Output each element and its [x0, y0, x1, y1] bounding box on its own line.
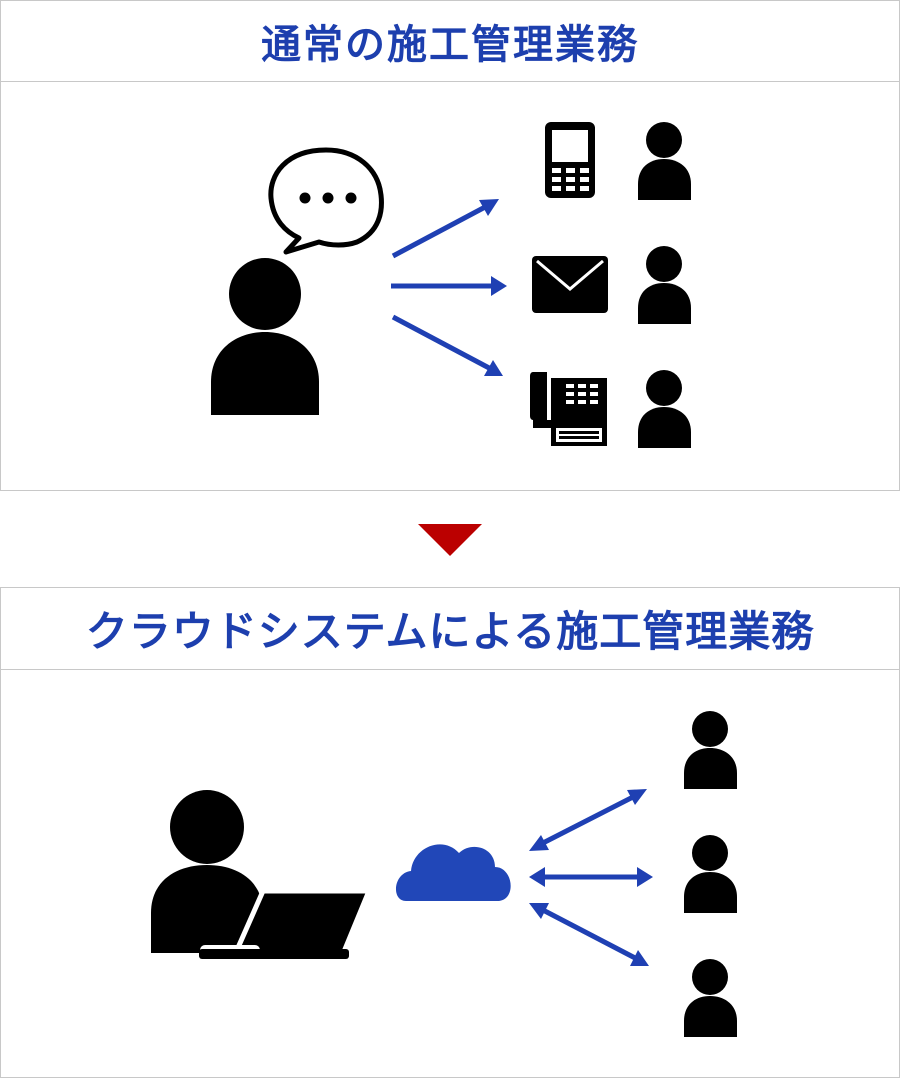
traditional-title-bar: 通常の施工管理業務	[1, 1, 899, 82]
mail-envelope-icon	[532, 256, 608, 313]
laptop-user-icon	[151, 790, 372, 962]
cloud-title: クラウドシステムによる施工管理業務	[85, 607, 815, 656]
cloud-title-bar: クラウドシステムによる施工管理業務	[1, 588, 899, 670]
bidirectional-arrows	[529, 789, 653, 966]
recipient-person-icon-2	[638, 246, 691, 324]
traditional-diagram	[211, 122, 691, 448]
recipient-person-icon-1	[638, 122, 691, 200]
recipient-person-icon-3	[638, 370, 691, 448]
fax-phone-icon	[530, 372, 607, 446]
mobile-phone-icon	[545, 122, 595, 198]
cloud-icon	[395, 844, 511, 901]
cloud-panel: クラウドシステムによる施工管理業務	[0, 587, 900, 1078]
cloud-user-icon-1	[684, 711, 737, 789]
cloud-user-icon-2	[684, 835, 737, 913]
cloud-user-icon-3	[684, 959, 737, 1037]
cloud-diagram	[151, 711, 737, 1037]
traditional-title: 通常の施工管理業務	[261, 22, 639, 68]
speech-bubble-icon	[268, 147, 384, 255]
outgoing-arrows	[391, 199, 507, 376]
traditional-panel: 通常の施工管理業務	[0, 0, 900, 491]
down-triangle-icon	[418, 524, 482, 556]
sender-person-icon	[211, 258, 319, 415]
